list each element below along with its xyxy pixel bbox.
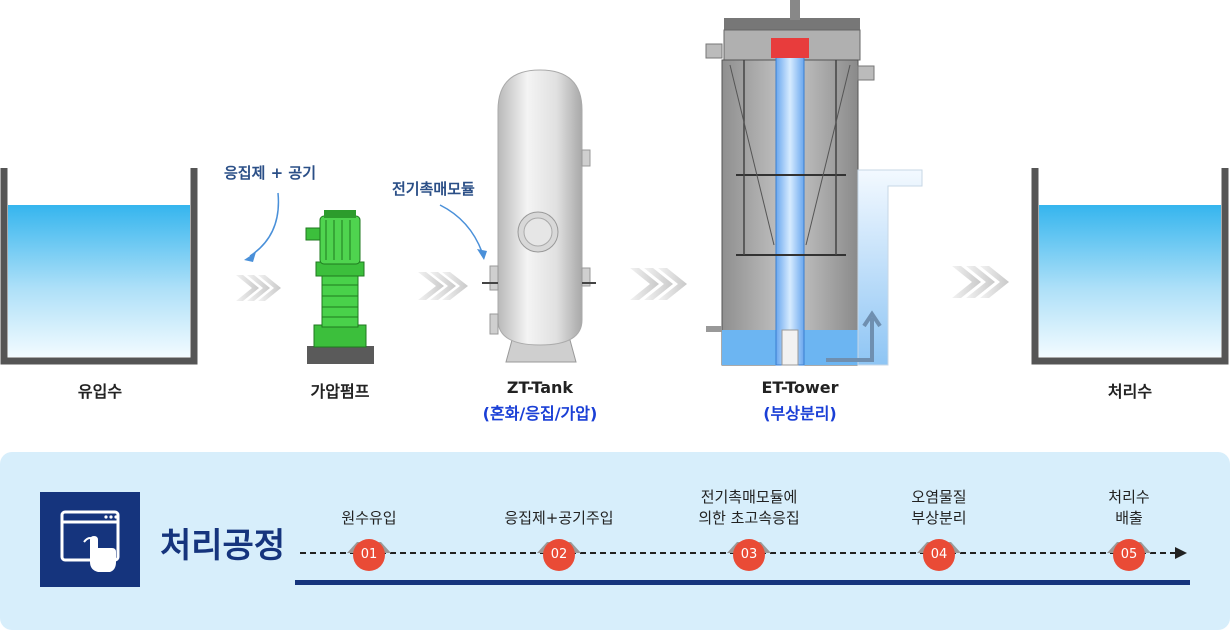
module-arrow — [439, 204, 483, 253]
touch-screen-icon — [60, 510, 120, 572]
step-text-03: 전기촉매모듈에 의한 초고속응집 — [664, 487, 834, 529]
step-badge-05: 05 — [1113, 539, 1145, 571]
step-badge-04: 04 — [923, 539, 955, 571]
process-panel — [0, 452, 1230, 630]
step-03-line2: 의한 초고속응집 — [698, 509, 800, 527]
treated-basin — [1031, 168, 1229, 365]
et-tower-illustration — [705, 0, 923, 366]
step-02-line1: 응집제+공기주입 — [504, 509, 614, 527]
step-text-05: 처리수 배출 — [1044, 487, 1214, 529]
step-text-02: 응집제+공기주입 — [474, 508, 644, 529]
stage-sub-et-tower: (부상분리) — [763, 404, 837, 423]
process-title: 처리공정 — [160, 526, 286, 566]
step-04-line2: 부상분리 — [911, 509, 967, 527]
step-03-line1: 전기촉매모듈에 — [700, 488, 798, 506]
module-arrow-head — [477, 249, 487, 260]
process-icon-box — [40, 492, 140, 587]
step-05-line1: 처리수 — [1108, 488, 1150, 506]
flow-arrow-3 — [630, 268, 687, 300]
stage-sub-zt-tank: (혼화/응집/가압) — [482, 404, 598, 423]
stage-label-zt-tank: ZT-Tank — [506, 378, 574, 397]
step-badge-01: 01 — [353, 539, 385, 571]
step-01-line1: 원수유입 — [341, 509, 397, 527]
stage-label-treated: 처리수 — [1107, 382, 1153, 401]
step-05-line2: 배출 — [1115, 509, 1143, 527]
step-04-line1: 오염물질 — [911, 488, 967, 506]
stage-label-et-tower: ET-Tower — [761, 378, 839, 397]
catalyst-module-note: 전기촉매모듈 — [392, 180, 475, 198]
step-text-04: 오염물질 부상분리 — [854, 487, 1024, 529]
pump-illustration — [305, 210, 374, 364]
coagulant-arrow-head — [244, 252, 256, 262]
step-badge-02: 02 — [543, 539, 575, 571]
coagulant-arrow — [249, 192, 280, 257]
step-text-01: 원수유입 — [284, 508, 454, 529]
flow-arrow-1 — [236, 275, 281, 301]
coagulant-air-note: 응집제 + 공기 — [224, 164, 317, 182]
flow-arrow-2 — [418, 272, 468, 300]
flow-arrow-4 — [952, 266, 1009, 298]
inflow-basin — [0, 168, 198, 365]
stage-label-pump: 가압펌프 — [310, 382, 370, 401]
zt-tank-illustration — [482, 69, 596, 363]
stage-label-inflow: 유입수 — [77, 382, 123, 401]
process-diagram — [0, 0, 1229, 366]
step-badge-03: 03 — [733, 539, 765, 571]
